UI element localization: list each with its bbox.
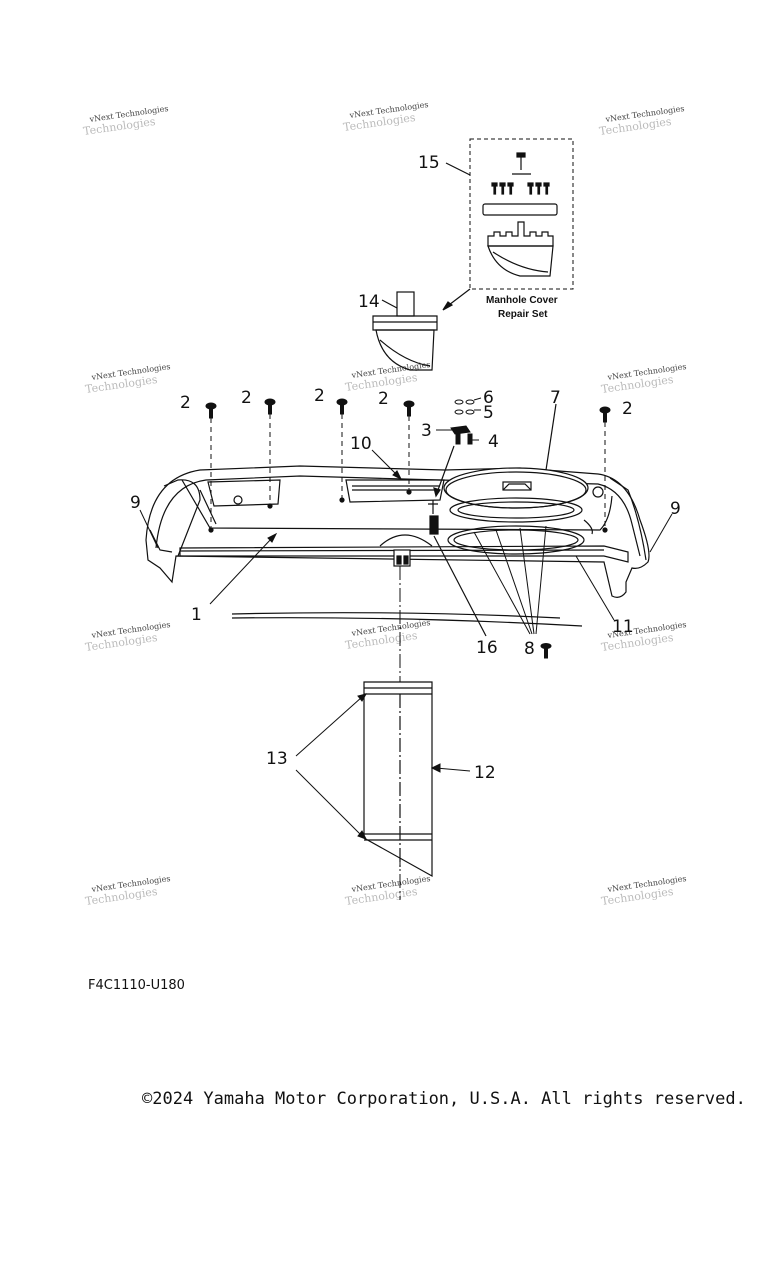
callout-2: 2 bbox=[314, 386, 325, 406]
leaders-8 bbox=[473, 525, 552, 659]
leader-10 bbox=[371, 449, 403, 481]
leader-11 bbox=[575, 555, 615, 621]
manhole-cover-14 bbox=[372, 291, 438, 371]
watermark: Technologies vNext Technologies bbox=[600, 362, 687, 396]
sleeve-12 bbox=[363, 681, 433, 878]
hatch-cover-7 bbox=[443, 403, 589, 523]
watermark: Technologies vNext Technologies bbox=[598, 104, 685, 138]
callout-11: 11 bbox=[612, 617, 634, 637]
copyright-notice: ©2024 Yamaha Motor Corporation, U.S.A. A… bbox=[142, 1089, 746, 1109]
callout-1: 1 bbox=[191, 605, 202, 625]
manhole-cover-repair-set bbox=[442, 138, 574, 311]
callout-15: 15 bbox=[418, 153, 440, 173]
callout-6: 6 bbox=[483, 388, 494, 408]
watermark: Technologies vNext Technologies bbox=[82, 104, 169, 138]
callout-2: 2 bbox=[241, 388, 252, 408]
screws-2 bbox=[205, 398, 611, 530]
callout-13: 13 bbox=[266, 749, 288, 769]
deck-hull-1 bbox=[145, 465, 650, 627]
callout-5: 5 bbox=[483, 403, 494, 423]
callout-3: 3 bbox=[421, 421, 432, 441]
watermark: Technologies vNext Technologies bbox=[84, 620, 171, 654]
leaders-13 bbox=[295, 693, 368, 840]
kit-label-line2: Repair Set bbox=[498, 309, 548, 320]
callout-9-right: 9 bbox=[670, 499, 681, 519]
diagram-code: F4C1110-U180 bbox=[88, 978, 185, 993]
callout-16: 16 bbox=[476, 638, 498, 658]
callout-14: 14 bbox=[358, 292, 380, 312]
callout-8: 8 bbox=[524, 639, 535, 659]
callout-12: 12 bbox=[474, 763, 496, 783]
hardware-3-6 bbox=[436, 397, 482, 445]
callout-2: 2 bbox=[378, 389, 389, 409]
callout-7: 7 bbox=[550, 388, 561, 408]
spring-16 bbox=[428, 445, 487, 637]
callout-4: 4 bbox=[488, 432, 499, 452]
watermark: Technologies vNext Technologies bbox=[600, 874, 687, 908]
watermark: Technologies vNext Technologies bbox=[84, 874, 171, 908]
leader-12 bbox=[430, 763, 471, 773]
leaders-9 bbox=[139, 509, 673, 553]
callout-2: 2 bbox=[622, 399, 633, 419]
watermark: Technologies vNext Technologies bbox=[342, 100, 429, 134]
leader-1 bbox=[209, 532, 278, 605]
callout-2: 2 bbox=[180, 393, 191, 413]
watermark: Technologies vNext Technologies bbox=[344, 618, 431, 652]
watermark: Technologies vNext Technologies bbox=[344, 874, 431, 908]
kit-label-line1: Manhole Cover bbox=[486, 295, 558, 306]
callout-9-left: 9 bbox=[130, 493, 141, 513]
watermark: Technologies vNext Technologies bbox=[84, 362, 171, 396]
callout-10: 10 bbox=[350, 434, 372, 454]
